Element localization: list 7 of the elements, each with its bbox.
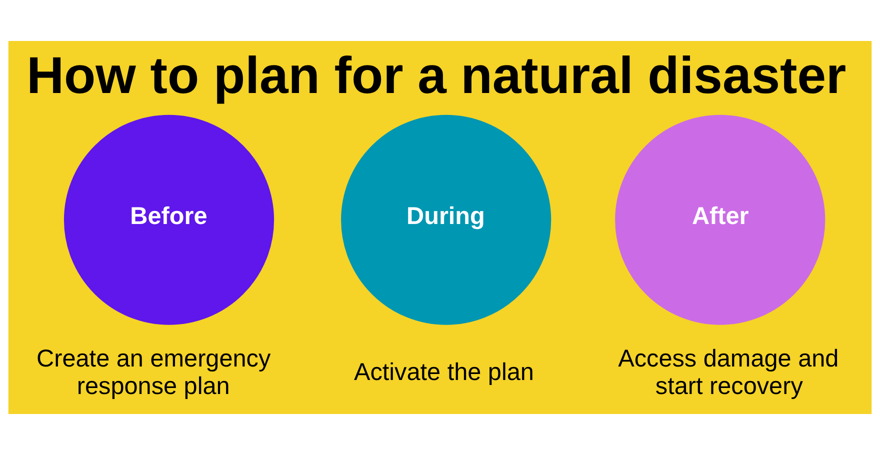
node-label: Activate the plan <box>354 358 534 386</box>
diagram-title: How to plan for a natural disaster <box>26 46 846 104</box>
node-circle: After <box>615 114 826 324</box>
node-label: Create an emergency response plan <box>36 345 271 400</box>
node-circle: During <box>341 114 552 324</box>
node-label: Access damage and start recovery <box>618 345 839 400</box>
node-circle: Before <box>64 114 274 324</box>
